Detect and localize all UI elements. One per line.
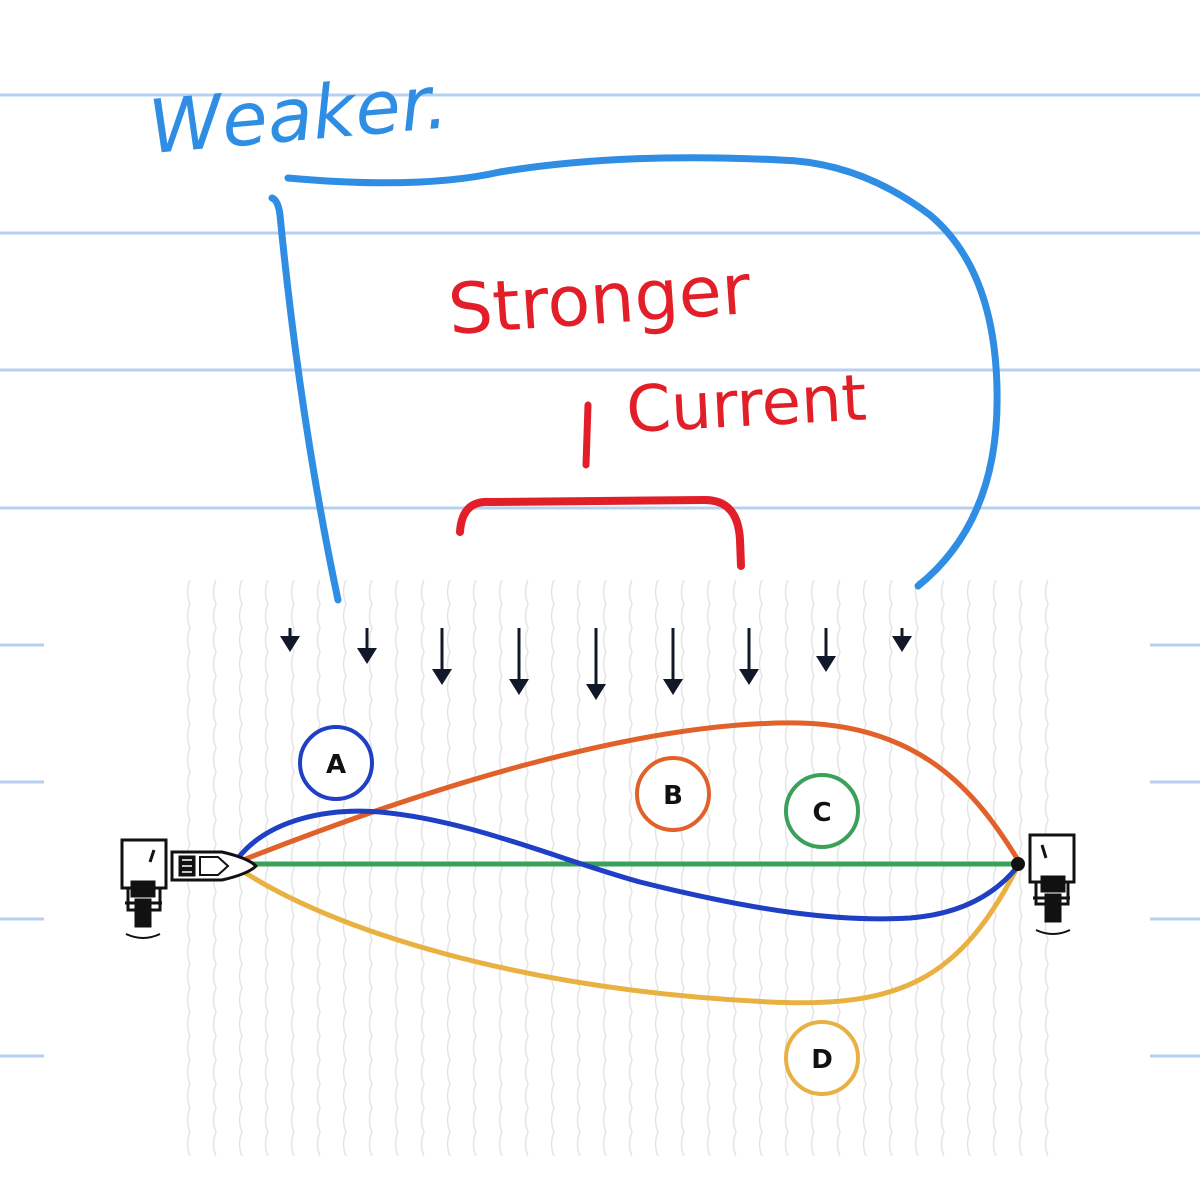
water-wave <box>472 579 477 1157</box>
current-label: Current <box>624 362 868 448</box>
route-label-c-text: C <box>812 798 831 828</box>
water-wave <box>992 579 997 1157</box>
water-wave <box>368 579 373 1157</box>
water-wave <box>940 579 945 1157</box>
route-b-path <box>237 720 1021 865</box>
notebook-ruled-lines <box>0 93 1200 1058</box>
route-label-d-circle <box>784 1020 860 1096</box>
water-wave <box>680 579 685 1157</box>
arrow-down-icon <box>663 628 683 695</box>
water-wave <box>290 579 295 1157</box>
route-label-d: D <box>784 1020 860 1096</box>
water-wave <box>342 579 347 1157</box>
route-label-d-text: D <box>811 1045 833 1075</box>
weaker-bracket <box>268 154 1001 604</box>
route-d-path <box>236 864 1021 1006</box>
water-wave <box>862 579 867 1157</box>
water-wave <box>706 579 711 1157</box>
arrow-down-icon <box>357 628 377 664</box>
weaker-label: Weaker. <box>145 59 451 171</box>
water-wave <box>576 579 581 1157</box>
water-wave <box>758 579 763 1157</box>
arrow-down-icon <box>739 628 759 685</box>
route-label-a-circle <box>298 725 374 801</box>
arrow-down-icon <box>892 628 912 652</box>
water-wave <box>394 579 399 1157</box>
route-label-b-circle <box>635 756 711 832</box>
water-panel <box>185 575 1065 1145</box>
water-wave <box>914 579 919 1157</box>
water-wave <box>550 579 555 1157</box>
destination-dot <box>1011 857 1025 871</box>
current-arrows <box>280 628 912 700</box>
boat-icon <box>170 850 259 882</box>
boat-routes <box>236 720 1025 1006</box>
water-wave <box>966 579 971 1157</box>
route-label-c: C <box>784 773 860 849</box>
water-wave <box>654 579 659 1157</box>
water-wave <box>524 579 529 1157</box>
stronger-label: Stronger <box>445 248 753 351</box>
route-label-b: B <box>635 756 711 832</box>
water-wave <box>420 579 425 1157</box>
stronger-bracket <box>456 496 745 570</box>
arrow-down-icon <box>432 628 452 685</box>
arrow-down-icon <box>816 628 836 672</box>
route-label-a: A <box>298 725 374 801</box>
route-label-a-text: A <box>326 750 346 780</box>
stronger-tick <box>582 401 592 469</box>
water-wave <box>628 579 633 1157</box>
water-wave <box>316 579 321 1157</box>
water-wave <box>602 579 607 1157</box>
arrow-down-icon <box>586 628 606 700</box>
arrow-down-icon <box>509 628 529 695</box>
dock-icon <box>1028 833 1076 935</box>
water-wave <box>264 579 269 1157</box>
water-wave <box>732 579 737 1157</box>
dock-icon <box>120 838 168 939</box>
water-wave <box>446 579 451 1157</box>
water-wave <box>888 579 893 1157</box>
route-label-c-circle <box>784 773 860 849</box>
water-wave <box>498 579 503 1157</box>
arrow-down-icon <box>280 628 300 652</box>
route-label-b-text: B <box>663 781 683 811</box>
route-a-path <box>236 808 1020 922</box>
